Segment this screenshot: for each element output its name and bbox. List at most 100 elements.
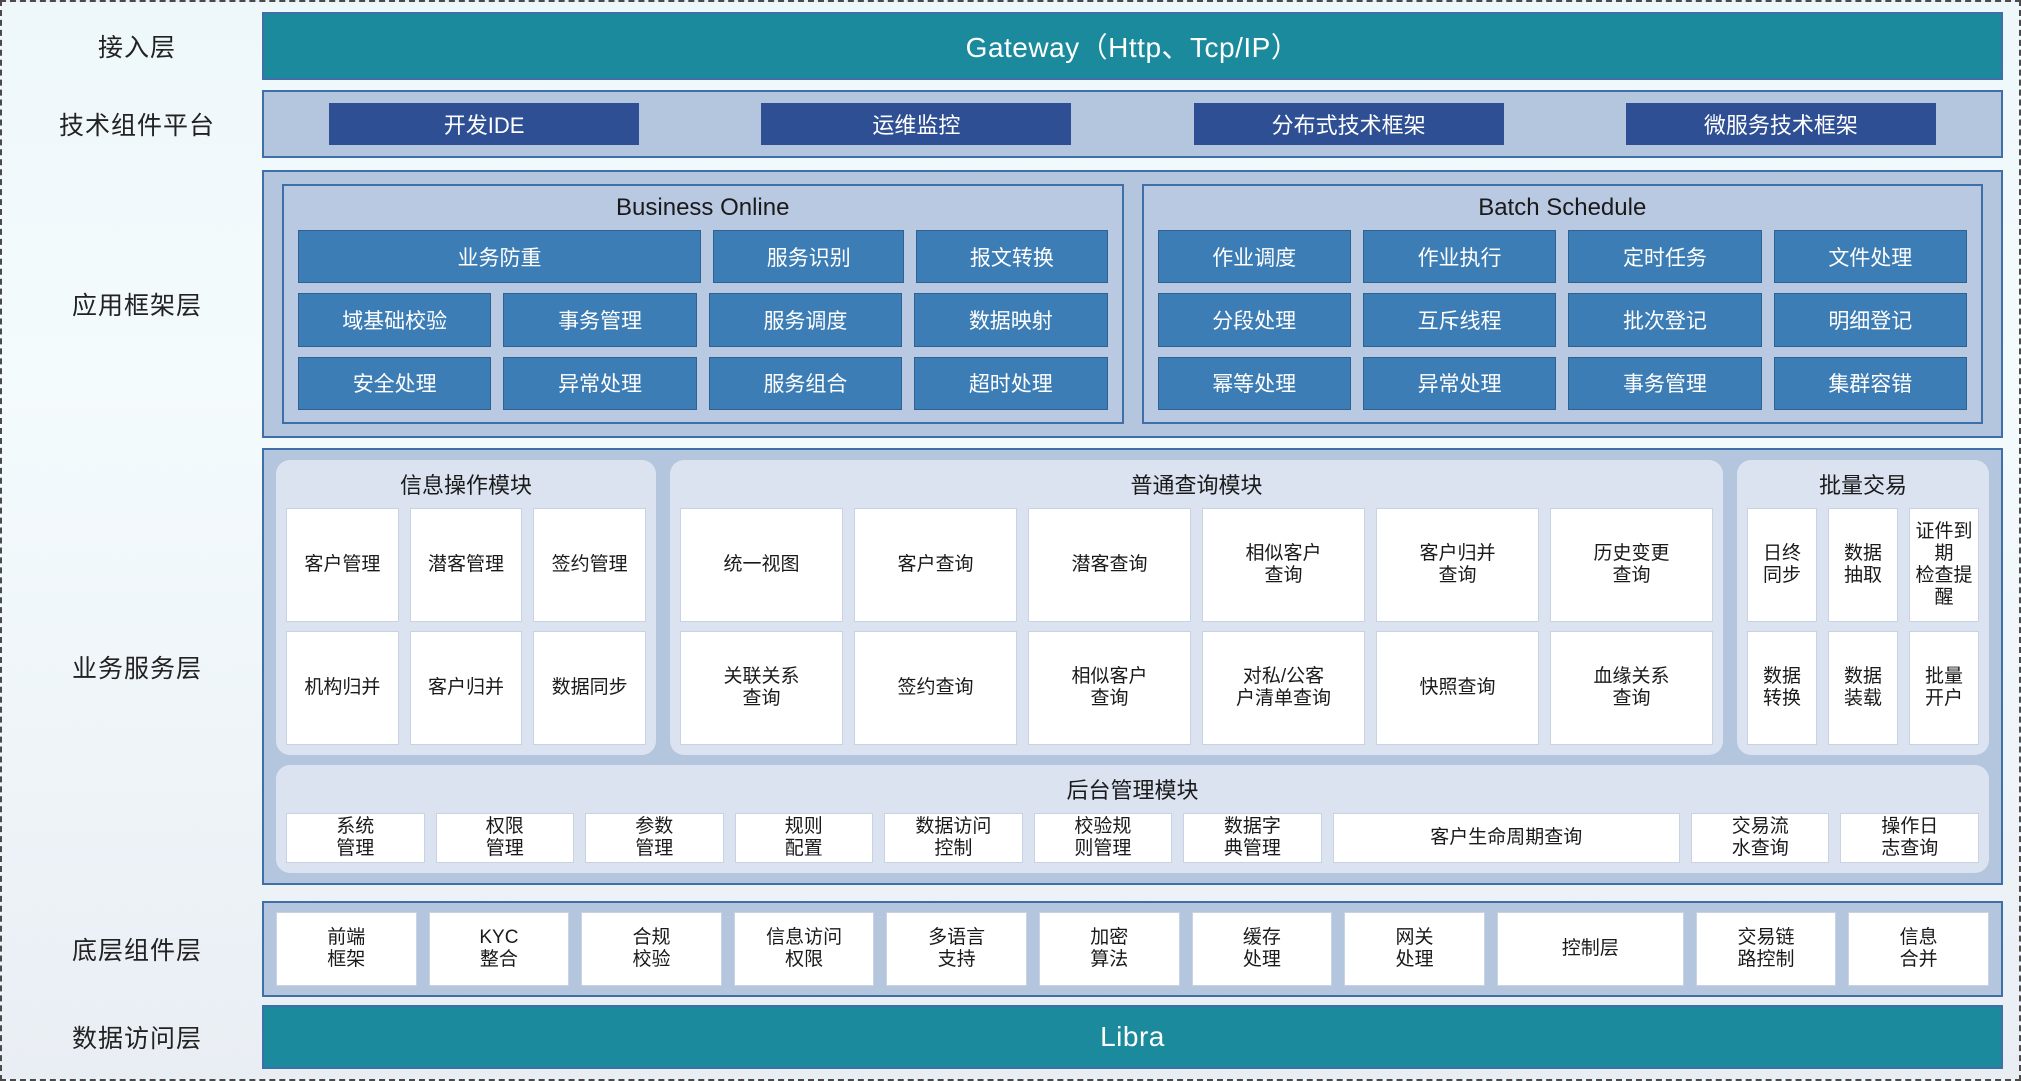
fw-cell[interactable]: 批次登记: [1568, 293, 1762, 347]
base-cell[interactable]: 合规 校验: [581, 912, 722, 986]
module-cell[interactable]: 历史变更 查询: [1550, 508, 1713, 623]
base-cell[interactable]: 控制层: [1496, 912, 1684, 986]
framework-row: 业务防重 服务识别 报文转换: [298, 230, 1108, 284]
framework-row: 域基础校验 事务管理 服务调度 数据映射: [298, 293, 1108, 347]
layer-label-data: 数据访问层: [71, 1025, 202, 1053]
module-cell[interactable]: 数据同步: [533, 631, 647, 746]
fw-cell[interactable]: 服务识别: [713, 230, 905, 284]
layer-label-access: 接入层: [97, 34, 176, 62]
module-cell[interactable]: 交易流 水查询: [1690, 813, 1830, 863]
module-row: 关联关系 查询 签约查询 相似客户 查询 对私/公客 户清单查询 快照查询 血缘…: [680, 631, 1713, 746]
framework-row: 幂等处理 异常处理 事务管理 集群容错: [1157, 356, 1967, 410]
app-framework-panel: Business Online 业务防重 服务识别 报文转换 域基础校验 事务管…: [262, 170, 2003, 438]
fw-cell[interactable]: 超时处理: [914, 356, 1108, 410]
module-cell[interactable]: 数据 转换: [1747, 631, 1817, 746]
module-cell[interactable]: 统一视图: [680, 508, 843, 623]
module-cell[interactable]: 数据访问 控制: [884, 813, 1023, 863]
base-cell[interactable]: 交易链 路控制: [1695, 912, 1837, 986]
module-cell[interactable]: 日终 同步: [1747, 508, 1817, 623]
module-cell[interactable]: 签约查询: [854, 631, 1017, 746]
module-cell[interactable]: 血缘关系 查询: [1550, 631, 1713, 746]
base-cell[interactable]: KYC 整合: [428, 912, 570, 986]
fw-cell[interactable]: 互斥线程: [1362, 293, 1557, 347]
fw-cell[interactable]: 业务防重: [298, 230, 702, 284]
module-cell[interactable]: 数据 抽取: [1828, 508, 1898, 623]
framework-group-title: Business Online: [616, 194, 790, 221]
base-cell[interactable]: 前端 框架: [276, 912, 417, 986]
module-title: 普通查询模块: [1130, 473, 1263, 498]
module-cell[interactable]: 数据字 典管理: [1183, 813, 1322, 863]
base-cell[interactable]: 网关 处理: [1344, 912, 1485, 986]
module-cell[interactable]: 关联关系 查询: [680, 631, 843, 746]
module-row: 机构归并 客户归并 数据同步: [286, 631, 647, 746]
fw-cell[interactable]: 异常处理: [503, 356, 697, 410]
module-cell[interactable]: 参数 管理: [585, 813, 724, 863]
base-cell[interactable]: 信息访问 权限: [733, 912, 875, 986]
gateway-banner: Gateway（Http、Tcp/IP）: [262, 12, 2003, 80]
module-cell[interactable]: 系统 管理: [286, 813, 425, 863]
module-row: 统一视图 客户查询 潜客查询 相似客户 查询 客户归并 查询 历史变更 查询: [680, 508, 1713, 623]
module-cell[interactable]: 快照查询: [1376, 631, 1539, 746]
module-cell[interactable]: 客户查询: [854, 508, 1017, 623]
base-cell[interactable]: 多语言 支持: [886, 912, 1027, 986]
framework-group-batch-schedule: Batch Schedule 作业调度 作业执行 定时任务 文件处理 分段处理 …: [1141, 184, 1983, 424]
module-cell[interactable]: 相似客户 查询: [1028, 631, 1191, 746]
module-cell[interactable]: 潜客管理: [409, 508, 523, 623]
module-cell[interactable]: 对私/公客 户清单查询: [1202, 631, 1365, 746]
tech-platform-panel: 开发IDE 运维监控 分布式技术框架 微服务技术框架: [262, 90, 2003, 158]
fw-cell[interactable]: 服务组合: [708, 356, 903, 410]
fw-cell[interactable]: 域基础校验: [298, 293, 492, 347]
layer-row-access: 接入层 Gateway（Http、Tcp/IP）: [12, 12, 2003, 80]
fw-cell[interactable]: 异常处理: [1362, 356, 1557, 410]
module-cell[interactable]: 权限 管理: [435, 813, 575, 863]
layer-row-base: 底层组件层 前端 框架 KYC 整合 合规 校验 信息访问 权限 多语言 支持 …: [12, 901, 2003, 997]
fw-cell[interactable]: 安全处理: [298, 356, 492, 410]
fw-cell[interactable]: 报文转换: [916, 230, 1108, 284]
module-cell[interactable]: 机构归并: [286, 631, 399, 746]
module-cell[interactable]: 潜客查询: [1028, 508, 1191, 623]
module-cell[interactable]: 相似客户 查询: [1202, 508, 1365, 623]
base-cell[interactable]: 缓存 处理: [1191, 912, 1333, 986]
layer-row-data: 数据访问层 Libra: [12, 1005, 2003, 1069]
layer-row-business: 业务服务层 信息操作模块 客户管理 潜客管理 签约管理: [12, 448, 2003, 885]
fw-cell[interactable]: 定时任务: [1568, 230, 1762, 284]
module-cell[interactable]: 操作日 志查询: [1840, 813, 1979, 863]
module-cell[interactable]: 客户归并: [409, 631, 523, 746]
fw-cell[interactable]: 明细登记: [1773, 293, 1967, 347]
module-cell[interactable]: 签约管理: [533, 508, 647, 623]
tech-chip-microservice-framework[interactable]: 微服务技术框架: [1625, 103, 1936, 145]
tech-chip-distributed-framework[interactable]: 分布式技术框架: [1193, 103, 1504, 145]
module-cell[interactable]: 规则 配置: [734, 813, 874, 863]
base-cell[interactable]: 加密 算法: [1038, 912, 1180, 986]
module-cell[interactable]: 证件到期 检查提醒: [1909, 508, 1979, 623]
module-cell[interactable]: 客户生命周期查询: [1332, 813, 1680, 863]
module-row: 日终 同步 数据 抽取 证件到期 检查提醒: [1747, 508, 1979, 623]
framework-group-title: Batch Schedule: [1478, 194, 1647, 221]
fw-cell[interactable]: 作业执行: [1362, 230, 1557, 284]
business-service-panel: 信息操作模块 客户管理 潜客管理 签约管理 机构归并 客户归并 数据同步: [262, 448, 2003, 885]
fw-cell[interactable]: 幂等处理: [1157, 356, 1351, 410]
fw-cell[interactable]: 集群容错: [1773, 356, 1967, 410]
layer-label-base: 底层组件层: [71, 937, 202, 965]
module-cell[interactable]: 数据 装载: [1828, 631, 1898, 746]
module-row: 客户管理 潜客管理 签约管理: [286, 508, 647, 623]
module-title: 信息操作模块: [399, 473, 532, 498]
tech-chip-ide[interactable]: 开发IDE: [329, 103, 640, 145]
fw-cell[interactable]: 作业调度: [1157, 230, 1351, 284]
fw-cell[interactable]: 服务调度: [708, 293, 903, 347]
fw-cell[interactable]: 事务管理: [503, 293, 697, 347]
tech-chip-ops-monitor[interactable]: 运维监控: [761, 103, 1072, 145]
module-row: 数据 转换 数据 装载 批量 开户: [1747, 631, 1979, 746]
base-cell[interactable]: 信息 合并: [1848, 912, 1989, 986]
module-cell[interactable]: 客户归并 查询: [1376, 508, 1539, 623]
fw-cell[interactable]: 数据映射: [914, 293, 1108, 347]
fw-cell[interactable]: 文件处理: [1773, 230, 1967, 284]
fw-cell[interactable]: 事务管理: [1568, 356, 1762, 410]
module-cell[interactable]: 批量 开户: [1909, 631, 1979, 746]
module-cell[interactable]: 校验规 则管理: [1033, 813, 1173, 863]
framework-row: 作业调度 作业执行 定时任务 文件处理: [1157, 230, 1967, 284]
module-cell[interactable]: 客户管理: [286, 508, 399, 623]
fw-cell[interactable]: 分段处理: [1157, 293, 1351, 347]
framework-row: 安全处理 异常处理 服务组合 超时处理: [298, 356, 1108, 410]
